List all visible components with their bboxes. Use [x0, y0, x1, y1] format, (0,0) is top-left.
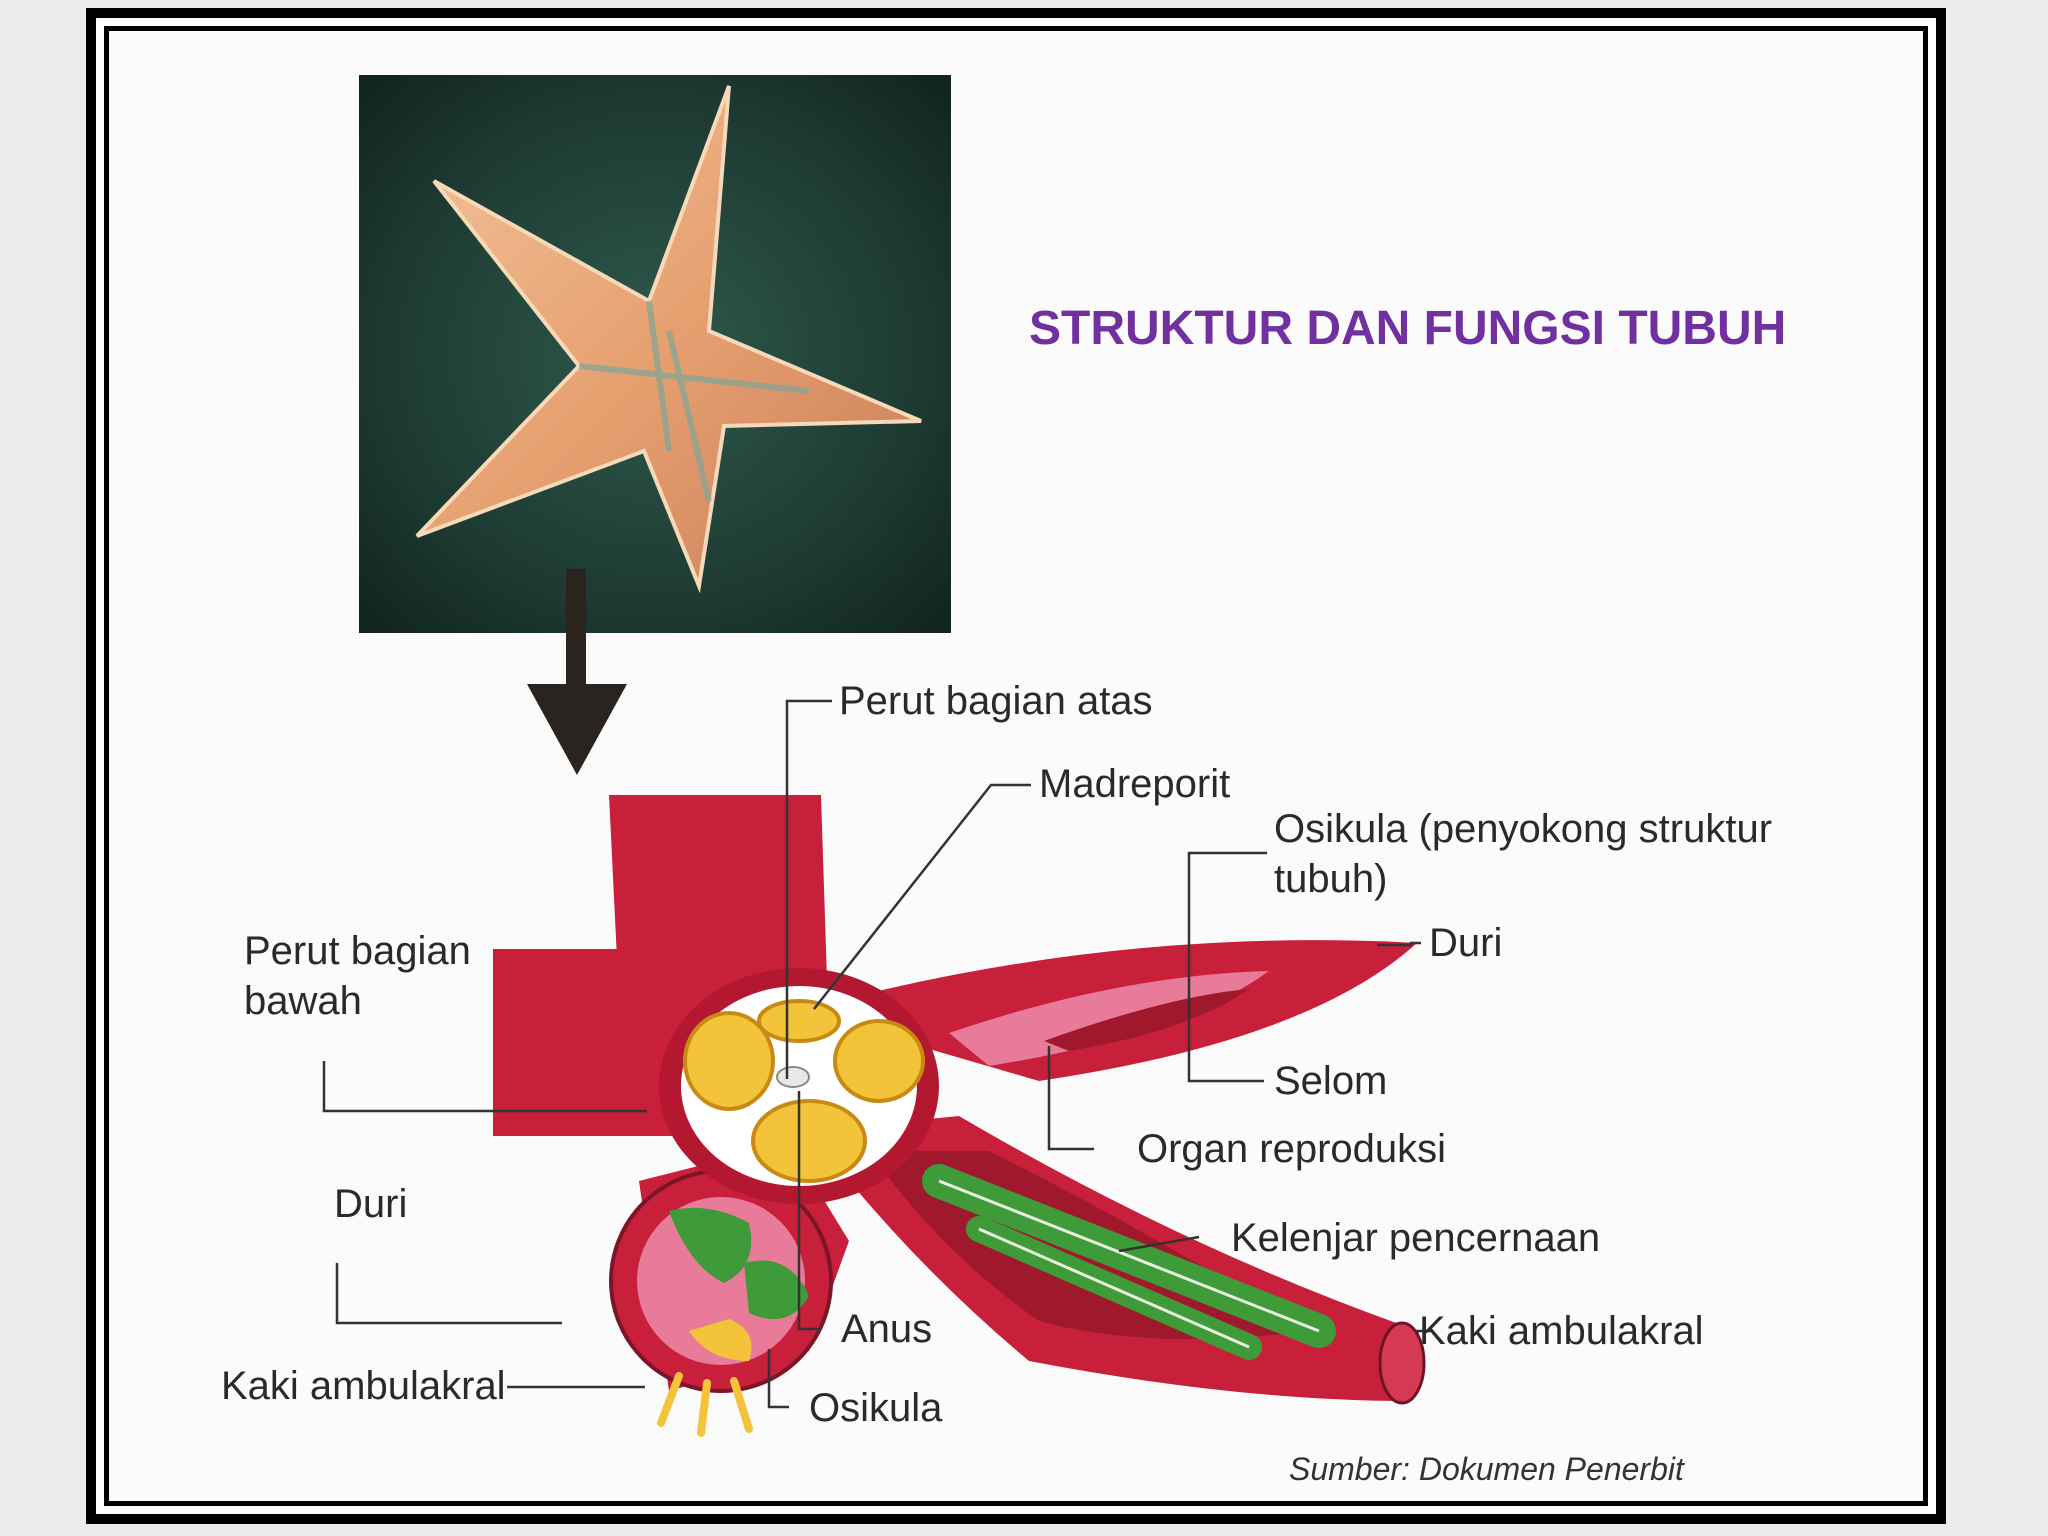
label-selom: Selom	[1274, 1059, 1388, 1103]
starfish-diagram	[322, 75, 1431, 1437]
frame-inner-border: STRUKTUR DAN FUNGSI TUBUH Perut bagian a…	[104, 26, 1928, 1506]
frame-white-border: STRUKTUR DAN FUNGSI TUBUH Perut bagian a…	[96, 18, 1936, 1514]
label-duri-right: Duri	[1429, 921, 1503, 965]
slide-frame: STRUKTUR DAN FUNGSI TUBUH Perut bagian a…	[86, 8, 1946, 1524]
label-duri-left: Duri	[334, 1182, 408, 1226]
label-perut-bagian-bawah: Perut bagian bawah	[244, 929, 471, 1023]
label-kelenjar-pencernaan: Kelenjar pencernaan	[1231, 1216, 1601, 1260]
label-organ-reproduksi: Organ reproduksi	[1137, 1127, 1447, 1171]
starfish-photo	[359, 75, 951, 633]
label-kaki-ambulakral-right: Kaki ambulakral	[1419, 1309, 1704, 1353]
leader-lines	[322, 699, 1431, 1409]
label-kaki-ambulakral-left: Kaki ambulakral	[221, 1364, 506, 1408]
label-madreporit: Madreporit	[1039, 762, 1231, 806]
label-perut-bagian-atas: Perut bagian atas	[839, 679, 1153, 723]
down-arrow-icon	[527, 569, 627, 775]
slide-canvas: STRUKTUR DAN FUNGSI TUBUH Perut bagian a…	[109, 31, 1923, 1501]
source-credit: Sumber: Dokumen Penerbit	[1289, 1451, 1684, 1487]
label-osikula-penyokong: Osikula (penyokong struktur tubuh)	[1274, 807, 1773, 901]
label-osikula: Osikula	[809, 1386, 943, 1430]
starfish-cross-section	[493, 795, 1426, 1437]
slide-title: STRUKTUR DAN FUNGSI TUBUH	[1029, 302, 1787, 355]
label-anus: Anus	[841, 1307, 933, 1351]
